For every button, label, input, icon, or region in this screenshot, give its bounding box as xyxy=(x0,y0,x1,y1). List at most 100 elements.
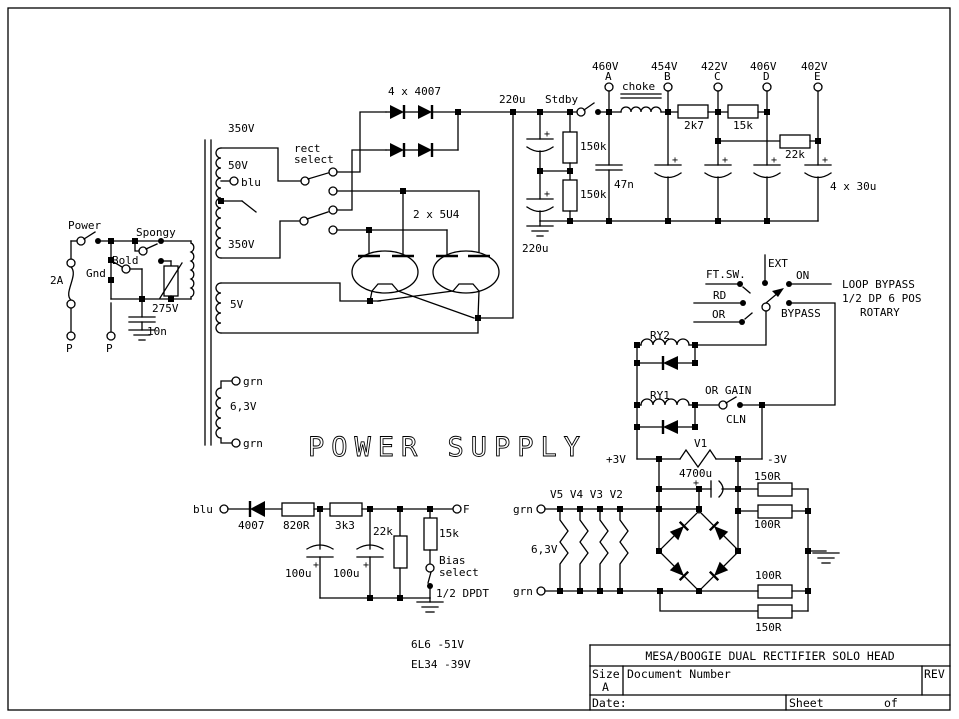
plus-mark: + xyxy=(693,478,699,489)
document-number-label: Document Number xyxy=(627,667,731,681)
r15k-label: 15k xyxy=(733,119,753,132)
heater-icon xyxy=(559,508,629,592)
cap-30u xyxy=(654,111,832,222)
node-tag: D xyxy=(763,70,770,83)
power-switch-blade xyxy=(83,231,96,240)
on-contact xyxy=(786,281,792,287)
r150r-bot-label: 150R xyxy=(755,621,782,634)
grn2-label: grn xyxy=(243,437,263,450)
resistor-3k3 xyxy=(329,502,363,517)
grn-terminal xyxy=(536,504,546,514)
blu-terminal xyxy=(229,176,239,186)
bias-select-label3: 1/2 DPDT xyxy=(436,587,489,600)
plus-mark: + xyxy=(544,189,550,200)
ext-label: EXT xyxy=(768,257,788,270)
plus-mark: + xyxy=(822,155,828,166)
ry2-label: RY2 xyxy=(650,329,670,342)
rect-select-label2: select xyxy=(294,153,334,166)
bplus-filter: 220u Stdby 150k 150k 220u 47n choke 2k7 … xyxy=(457,60,876,255)
rect-select-blade xyxy=(306,211,329,220)
resistor-150k xyxy=(562,179,578,212)
node-voltage: 454V xyxy=(651,60,678,73)
winding-5v xyxy=(215,282,222,334)
tube-rectifiers: 2 x 5U4 xyxy=(220,111,514,334)
fuse-symbol xyxy=(68,266,74,301)
rect-select-contact xyxy=(328,225,338,235)
grn-bot-label: grn xyxy=(513,585,533,598)
resistor-2k7 xyxy=(677,104,709,119)
bias-select-pole xyxy=(425,563,435,573)
cap4700u-label: 4700u xyxy=(679,467,712,480)
p2-label: P xyxy=(106,342,113,355)
tube-filament xyxy=(452,283,480,292)
drawing-title: MESA/BOOGIE DUAL RECTIFIER SOLO HEAD xyxy=(645,649,894,663)
fuse-terminal xyxy=(66,299,76,309)
diode-icon xyxy=(385,143,459,157)
rect-select-label1: rect xyxy=(294,142,321,155)
ry1-label: RY1 xyxy=(650,389,670,402)
v63-label: 6,3V xyxy=(230,400,257,413)
ground-symbol xyxy=(416,597,444,613)
r2k7-label: 2k7 xyxy=(684,119,704,132)
bias-blu-label: blu xyxy=(193,503,213,516)
fuse-label: 2A xyxy=(50,274,64,287)
rect-select-pole xyxy=(299,216,309,226)
choke-icon xyxy=(620,93,662,113)
heater-v63-label: 6,3V xyxy=(531,543,558,556)
mains-terminal-p2 xyxy=(106,331,116,341)
caps30u-label: 4 x 30u xyxy=(830,180,876,193)
m3v-label: -3V xyxy=(767,453,787,466)
ftsw-contact xyxy=(737,281,743,287)
plus-mark: + xyxy=(544,129,550,140)
resistor-820r xyxy=(281,502,315,517)
bridge-diode-icon xyxy=(708,520,729,541)
bias-blu-terminal xyxy=(219,504,229,514)
bias-note-6l6: 6L6 -51V xyxy=(411,638,464,651)
tube-envelope xyxy=(351,250,419,294)
flyback-diode-icon xyxy=(663,356,678,370)
plus-mark: + xyxy=(313,560,319,571)
heater-tubes-label: V5 V4 V3 V2 xyxy=(550,488,623,501)
section-title: POWER SUPPLY xyxy=(308,432,587,463)
cap47n-label: 47n xyxy=(614,178,634,191)
choke-label: choke xyxy=(622,80,655,93)
v1-heater-dc: +3V -3V V1 4700u 150R 100R 100R 150R xyxy=(606,437,840,634)
resistor-100r xyxy=(757,504,793,519)
rect-select-blade xyxy=(307,172,329,180)
node-tag: C xyxy=(714,70,721,83)
resistor-150r xyxy=(757,482,793,497)
power-label: Power xyxy=(68,219,101,232)
loop-note-2: 1/2 DP 6 POS xyxy=(842,292,921,305)
node-tag: A xyxy=(605,70,612,83)
grn-terminal xyxy=(536,586,546,596)
cap-10n xyxy=(128,316,156,331)
bias-select-label1: Bias xyxy=(439,554,466,567)
sheet-label: Sheet xyxy=(789,696,824,710)
stdby-switch-blade xyxy=(583,102,595,111)
rd-label: RD xyxy=(713,289,726,302)
cap-100u xyxy=(306,508,334,599)
v1-heater-icon xyxy=(679,448,717,469)
p3v-label: +3V xyxy=(606,453,626,466)
bias-select-contact xyxy=(427,583,433,589)
orgain-label: OR GAIN xyxy=(705,384,751,397)
node-tag: E xyxy=(814,70,821,83)
plus-mark: + xyxy=(672,155,678,166)
bold-label: Bold xyxy=(112,254,139,267)
diode-icon xyxy=(385,105,459,119)
rect-select-contact xyxy=(328,186,338,196)
loop-bypass-rotary: FT.SW. RD OR EXT ON BYPASS LOOP BYPASS 1… xyxy=(693,254,921,460)
loop-note-3: ROTARY xyxy=(860,306,900,319)
r100r-bot-label: 100R xyxy=(755,569,782,582)
bridge-rectifier xyxy=(658,510,740,592)
spongy-label: Spongy xyxy=(136,226,176,239)
bypass-label: BYPASS xyxy=(781,307,821,320)
page-border xyxy=(7,7,951,711)
bias-f-label: F xyxy=(463,503,470,516)
bias-diode-label: 4007 xyxy=(238,519,265,532)
rect-select-contact xyxy=(328,205,338,215)
rect-select-contact xyxy=(328,167,338,177)
diodes-label: 4 x 4007 xyxy=(388,85,441,98)
